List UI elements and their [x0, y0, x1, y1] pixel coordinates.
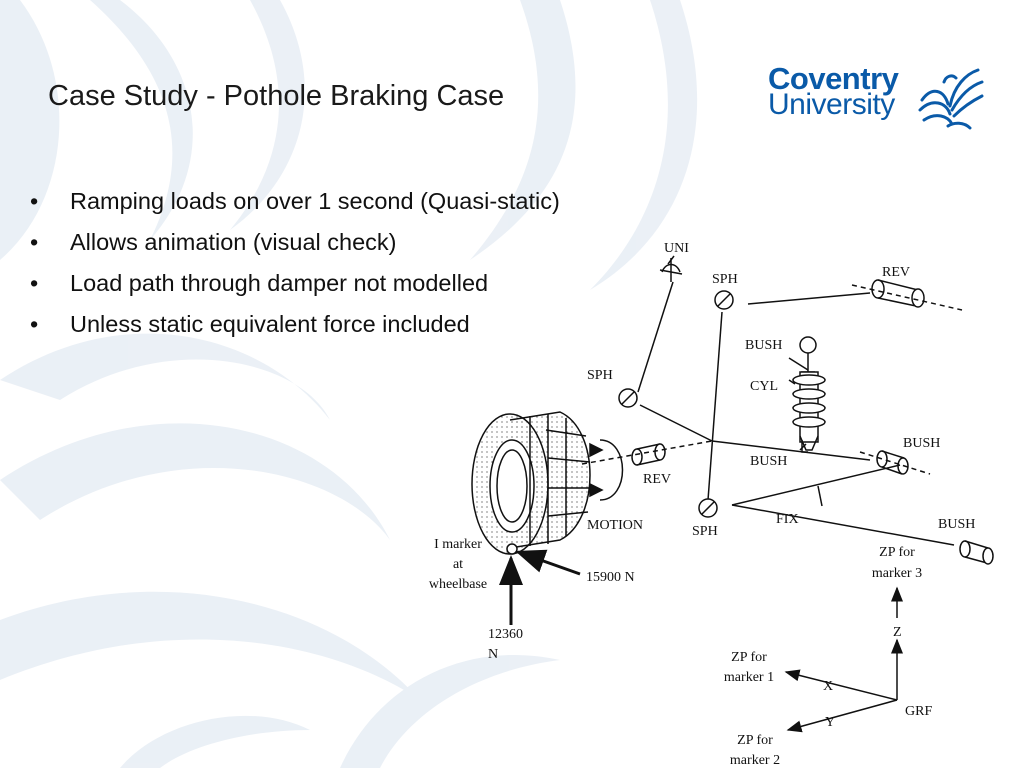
label-zp2-2: marker 2 [730, 753, 780, 768]
bush-mid-right [859, 450, 931, 475]
ground-coordinate-system [784, 586, 903, 733]
bullet-list: • Ramping loads on over 1 second (Quasi-s… [30, 184, 560, 348]
logo-line-2: University [768, 88, 895, 121]
phoenix-icon [918, 68, 984, 130]
cyl-leader [788, 379, 796, 385]
university-logo: Coventry University [768, 61, 988, 132]
slide-title: Case Study - Pothole Braking Case [48, 80, 505, 112]
bullet-glyph: • [30, 311, 39, 337]
label-axis-y: Y [825, 715, 835, 730]
bullet-glyph: • [30, 229, 39, 255]
bullet-glyph: • [30, 270, 39, 296]
label-axis-x: X [823, 679, 833, 694]
motion-arc [599, 439, 624, 501]
motion-arrow-up [589, 442, 604, 458]
label-zp3-2: marker 3 [872, 566, 922, 581]
label-lateral-force: 15900 N [586, 570, 635, 585]
rev-joint-top [851, 279, 963, 311]
link-hub-bush [711, 440, 871, 461]
label-zp1-1: ZP for [731, 650, 767, 665]
damper-cylinder [792, 336, 826, 453]
label-sph-mid: SPH [587, 368, 613, 383]
bullet-text: Ramping loads on over 1 second (Quasi-st… [70, 188, 560, 214]
i-marker-point [506, 543, 518, 555]
upright-link [707, 311, 723, 501]
link-sph-rev [747, 292, 871, 305]
label-vertical-force-1: 12360 [488, 627, 523, 642]
label-zp3-1: ZP for [879, 545, 915, 560]
logo-text: Coventry University [768, 61, 899, 121]
link-lower-arm-front [731, 464, 901, 506]
label-vertical-force-2: N [488, 647, 498, 662]
label-sph-top: SPH [712, 272, 738, 287]
label-motion: MOTION [587, 518, 643, 533]
logo-line-1: Coventry [768, 61, 899, 96]
label-bush-bottom: BUSH [938, 517, 975, 532]
label-bush-top: BUSH [745, 338, 782, 353]
bullet-text: Unless static equivalent force included [70, 311, 470, 337]
rev-hub-joint [631, 443, 666, 466]
label-uni: UNI [664, 241, 689, 256]
bullet-text: Load path through damper not modelled [70, 270, 489, 296]
label-bush-mid-right: BUSH [903, 436, 940, 451]
bullet-glyph: • [30, 188, 39, 214]
sph-joint-bottom [698, 498, 718, 518]
bush-bottom [959, 540, 994, 565]
bullet-item: • Load path through damper not modelled [30, 266, 560, 307]
label-zp1-2: marker 1 [724, 670, 774, 685]
sph-joint-mid [618, 388, 638, 408]
link-sph-hub [639, 404, 713, 442]
label-i-marker-1: I marker [434, 537, 482, 552]
label-bush-mid-left: BUSH [750, 454, 787, 469]
bullet-item: • Allows animation (visual check) [30, 225, 560, 266]
bush-top-leader [788, 357, 809, 371]
motion-arrow-down [589, 482, 604, 498]
fix-joint [817, 485, 823, 507]
label-i-marker-2: at [453, 557, 463, 572]
label-cyl: CYL [750, 379, 778, 394]
sph-joint-top [714, 290, 734, 310]
label-rev-top: REV [882, 265, 910, 280]
uni-joint [659, 255, 683, 282]
label-grf: GRF [905, 704, 932, 719]
bullet-item: • Unless static equivalent force included [30, 307, 560, 348]
hub-axis [581, 440, 713, 465]
label-fix: FIX [776, 512, 799, 527]
lateral-force-arrow [515, 549, 581, 576]
label-sph-bottom: SPH [692, 524, 718, 539]
label-i-marker-3: wheelbase [429, 577, 487, 592]
bush-mid-leader [799, 443, 807, 451]
link-uni-sph [637, 281, 674, 393]
tyre-wheel [471, 411, 591, 555]
link-lower-arm [731, 504, 955, 546]
label-axis-z: Z [893, 625, 902, 640]
label-zp2-1: ZP for [737, 733, 773, 748]
bullet-text: Allows animation (visual check) [70, 229, 397, 255]
bullet-item: • Ramping loads on over 1 second (Quasi-s… [30, 184, 560, 225]
label-rev-hub: REV [643, 472, 671, 487]
